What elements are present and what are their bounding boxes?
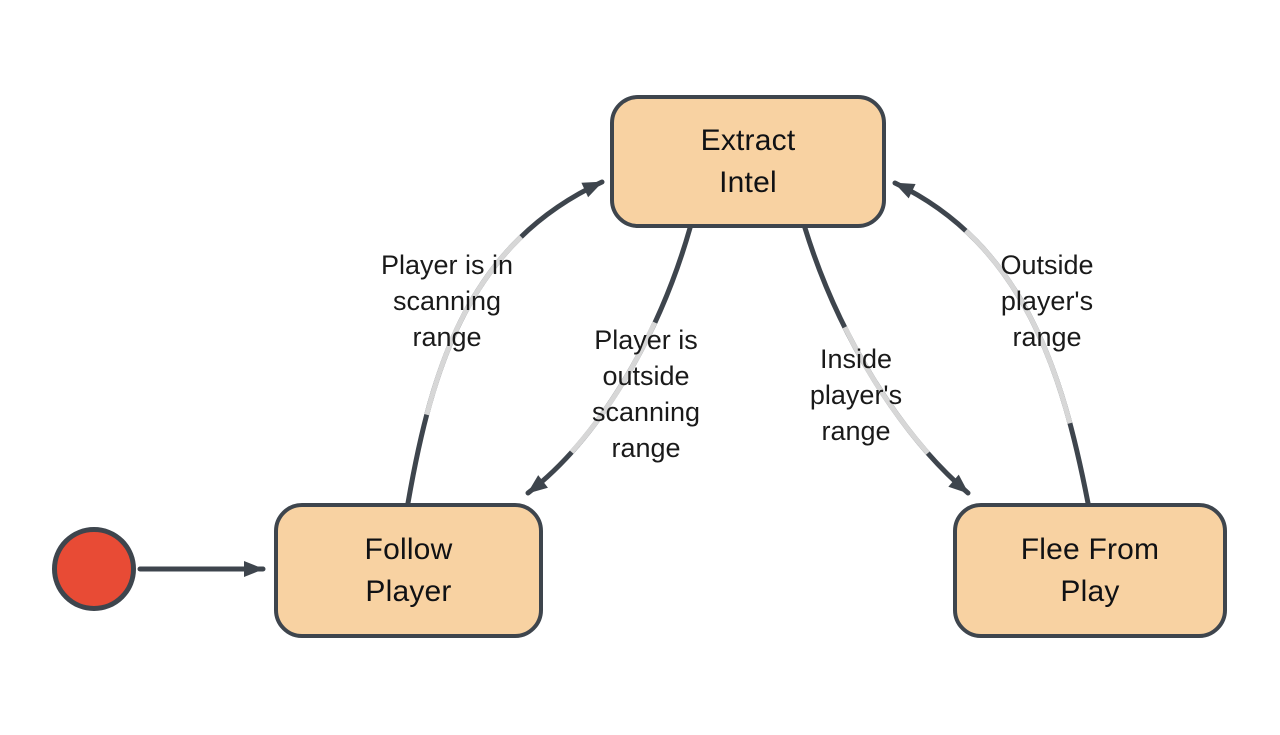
edge-label-player-in-scanning-range: Player is in scanning range (380, 250, 514, 352)
edge-follow-player-to-extract-intel-underlabel (405, 179, 604, 504)
state-node-follow-player: Follow Player (274, 503, 543, 638)
state-node-flee-from-play: Flee From Play (953, 503, 1227, 638)
edge-flee-from-play-to-extract-intel-underlabel (893, 180, 1091, 504)
edge-extract-intel-to-follow-player-underlabel (526, 227, 693, 495)
edge-label-player-outside-scanning-range: Player is outside scanning range (591, 325, 701, 463)
initial-state-marker (52, 527, 136, 611)
edge-extract-intel-to-flee-from-play-underlabel (802, 227, 970, 495)
state-node-extract-intel: Extract Intel (610, 95, 886, 228)
edge-label-inside-players-range: Inside player's range (809, 344, 903, 446)
edge-label-outside-players-range: Outside player's range (1000, 250, 1094, 352)
